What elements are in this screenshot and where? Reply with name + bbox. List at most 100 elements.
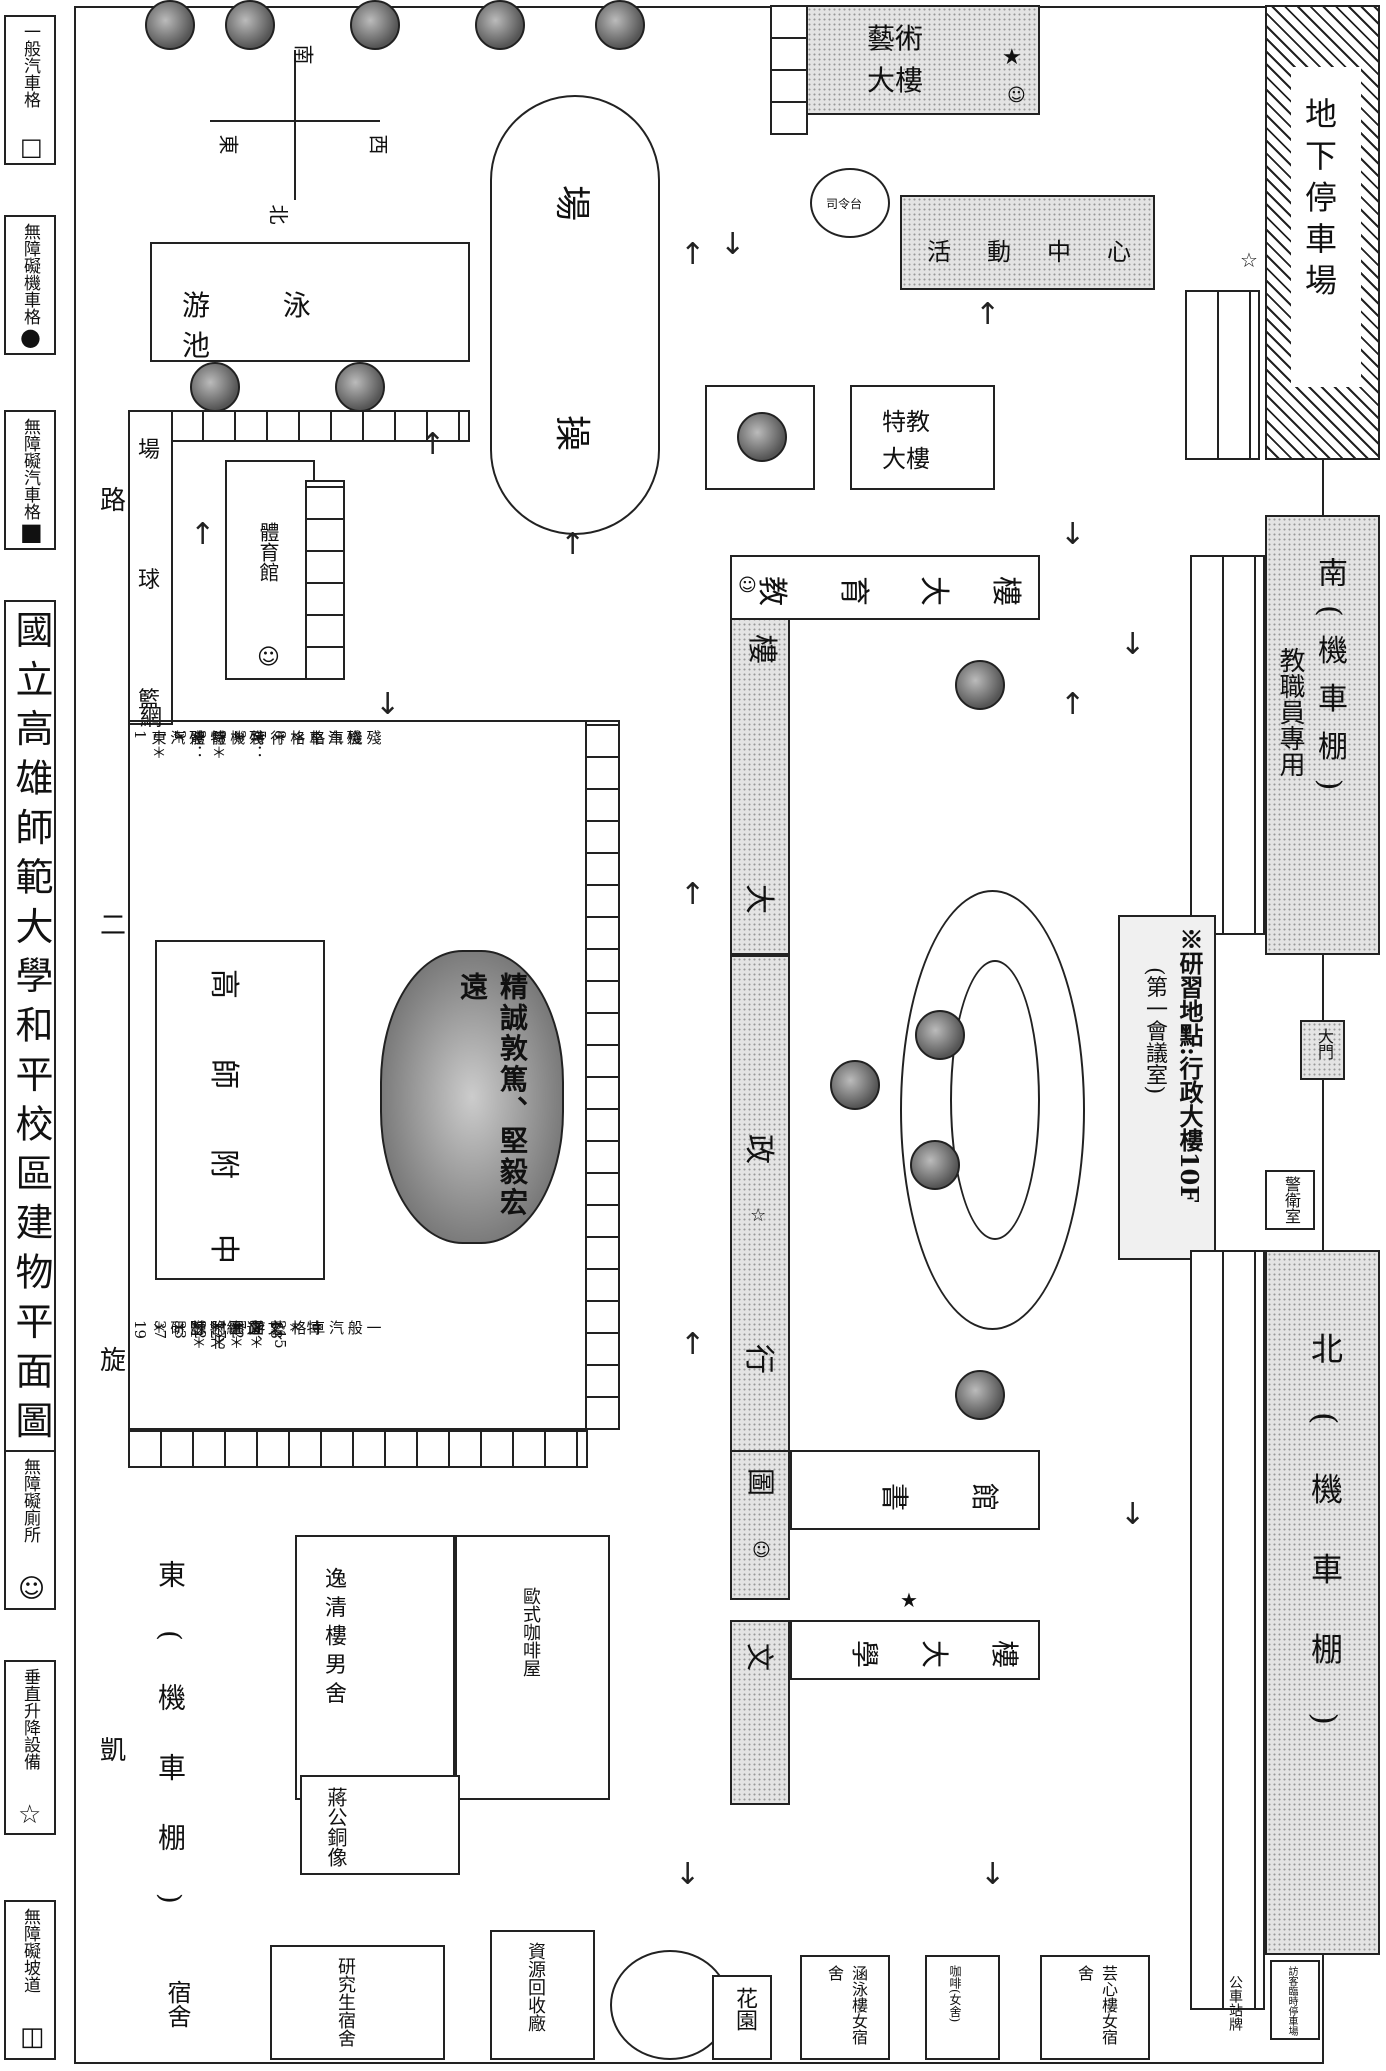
staff-only-label: 教職員專用: [1275, 647, 1305, 777]
parking-column: [585, 720, 620, 1430]
road-label-1: 凱: [100, 1736, 127, 1766]
legend-item-elevator: ☆ 垂直升降設備: [4, 1660, 56, 1835]
compass-east: 東: [216, 134, 241, 155]
garden-label: 花園: [732, 1987, 757, 2031]
cafe-label: 歐式咖啡屋: [520, 1587, 541, 1677]
arrow-icon: ↑: [680, 237, 706, 272]
legend-label: 無障礙廁所: [20, 1458, 40, 1543]
star-icon: ☆: [18, 1800, 42, 1830]
court-label-2: 球: [138, 568, 161, 593]
building-guard: 警衛室: [1265, 1170, 1315, 1230]
parking-row: [1190, 1250, 1265, 2010]
star-icon: ☆: [1240, 248, 1258, 272]
gym-label: 體育館: [256, 522, 280, 582]
coffee-women-label: 咖啡(女舍): [948, 1965, 962, 2023]
building-women-dorm-2: 芸心樓女宿舍: [1040, 1955, 1150, 2060]
legend-label: 無障礙坡道: [20, 1908, 40, 1993]
tree-icon: [830, 1060, 880, 1110]
admin-label-3: 大: [741, 884, 776, 914]
arrow-icon: ↑: [420, 427, 446, 462]
legend-label: 無障礙汽車格: [20, 418, 40, 520]
parking-column: [770, 5, 808, 135]
building-special-ed-annex: [705, 385, 815, 490]
stat-line: 特 ＊2: [210, 730, 267, 745]
building-basketball-court: 場 球 籃: [128, 410, 173, 725]
tree-icon: [145, 0, 195, 50]
library-label-2: 書: [878, 1482, 912, 1512]
building-women-dorm-1: 涵泳樓女宿舍: [800, 1955, 890, 2060]
tree-icon: [595, 0, 645, 50]
building-gym: 體育館 ☺: [225, 460, 315, 680]
hs-label-3: 附: [206, 1149, 241, 1179]
arrow-icon: ↑: [190, 517, 216, 552]
workshop-note-line2: (第一會議室): [1142, 967, 1167, 1095]
dorm-corner-label: 宿舍: [163, 1980, 191, 2028]
chiang-statue: 蔣公銅像: [300, 1775, 460, 1875]
arrow-icon: ↓: [675, 1857, 701, 1892]
building-library: 圖 ☺: [730, 1450, 790, 1600]
gate-sign: 大門: [1300, 1020, 1345, 1080]
legend-item-car-space: ■ 無障礙汽車格: [4, 410, 56, 550]
arrow-icon: ↓: [1120, 1497, 1146, 1532]
tree-icon: [475, 0, 525, 50]
tree-icon: [955, 1370, 1005, 1420]
legend-item-toilet: ☺ 無障礙廁所: [4, 1450, 56, 1610]
parking-row: [170, 410, 470, 442]
smiley-icon: ☺: [18, 1574, 46, 1604]
arrow-icon: ↑: [1060, 687, 1086, 722]
stat-line: 特 ＊2: [170, 730, 227, 745]
stat-line: 綜＊21 研＊19: [130, 1320, 243, 1340]
arts-label-2: 學: [848, 1639, 882, 1669]
tree-icon: [737, 412, 787, 462]
library-label-3: 館: [968, 1482, 1002, 1512]
road-label-3: 二: [100, 911, 127, 941]
arts-label-4: 樓: [988, 1639, 1022, 1669]
north-shed-label: 北(機車棚): [1306, 1332, 1344, 1773]
legend-label: 垂直升降設備: [20, 1668, 40, 1770]
arrow-icon: ↑: [560, 527, 586, 562]
gate-label: 大門: [1315, 1028, 1334, 1060]
pool-label: 游泳池: [182, 289, 384, 362]
stat-line: 一般汽車格 215: [270, 1320, 383, 1349]
art-label-2: 大樓: [867, 64, 924, 97]
grad-dorm-label: 研究生宿舍: [335, 1957, 356, 2047]
legend-item-general-car: □ 一般汽車格: [4, 15, 56, 165]
arts-label-3: 大: [918, 1639, 952, 1669]
library-label-1: 圖: [744, 1467, 778, 1497]
underground-parking-label: 地下停車場: [1300, 97, 1338, 305]
stat-line: 文、圖＊7 北棟＊33: [170, 1320, 264, 1350]
edu-label-4: 樓: [744, 634, 779, 664]
recycle-label: 資源回收廠: [525, 1942, 546, 2032]
activity-label-2: 動: [987, 238, 1011, 266]
parking-row: [1185, 290, 1260, 460]
tree-icon: [335, 362, 385, 412]
edu-label-1: 教: [754, 576, 789, 606]
stat-line: 殘：機 體＊2: [190, 730, 265, 760]
building-arts: 文: [730, 1620, 790, 1805]
stat-line: 殘：汽 東＊1: [130, 730, 205, 760]
stat-line: 體 ＊1: [150, 730, 207, 745]
building-cafe: 歐式咖啡屋: [455, 1535, 610, 1800]
arrow-icon: ↑: [680, 877, 706, 912]
circle-filled-icon: ●: [20, 323, 41, 351]
net-label: 網: [140, 706, 163, 731]
court-label-1: 場: [138, 438, 161, 463]
arts-body: 學 大 樓: [790, 1620, 1040, 1680]
activity-label-1: 活: [927, 238, 951, 266]
roundabout-inner: [950, 960, 1040, 1240]
compass-south: 南: [291, 44, 316, 65]
road-label-4: 路: [100, 486, 127, 516]
garden: 花園: [712, 1975, 772, 2060]
hs-label-2: 師: [206, 1059, 241, 1089]
arrow-icon: ↓: [375, 687, 401, 722]
parking-row: [1190, 555, 1265, 935]
workshop-note-line1: ※研習地點:行政大樓10F: [1175, 927, 1204, 1203]
building-men-dorm: 逸清樓男舍: [295, 1535, 455, 1800]
command-stand: 司令台: [810, 168, 890, 238]
arrow-icon: ↓: [1120, 627, 1146, 662]
playground: 場 操: [490, 95, 660, 535]
bus-stop: 公車站牌: [1227, 1975, 1243, 2031]
arts-label-1: 文: [743, 1642, 777, 1672]
stat-line: 文、圖＊12 附＊22: [190, 1320, 284, 1350]
tree-icon: [910, 1140, 960, 1190]
